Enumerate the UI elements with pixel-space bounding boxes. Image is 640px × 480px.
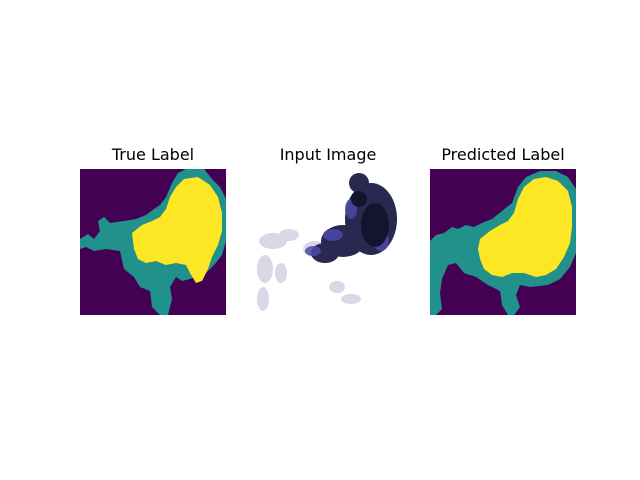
predicted-label-mask bbox=[430, 169, 576, 315]
mask-yellow-region bbox=[132, 177, 222, 283]
predicted-label-panel: Predicted Label bbox=[430, 145, 576, 315]
predicted-label-title: Predicted Label bbox=[441, 145, 565, 164]
image-dark-core bbox=[351, 191, 389, 247]
true-label-mask bbox=[80, 169, 226, 315]
input-image bbox=[255, 169, 401, 315]
input-image-panel: Input Image bbox=[255, 145, 401, 315]
true-label-title: True Label bbox=[111, 145, 195, 164]
mask-yellow-region bbox=[478, 177, 572, 277]
input-image-title: Input Image bbox=[279, 145, 377, 164]
true-label-panel: True Label bbox=[80, 145, 226, 315]
